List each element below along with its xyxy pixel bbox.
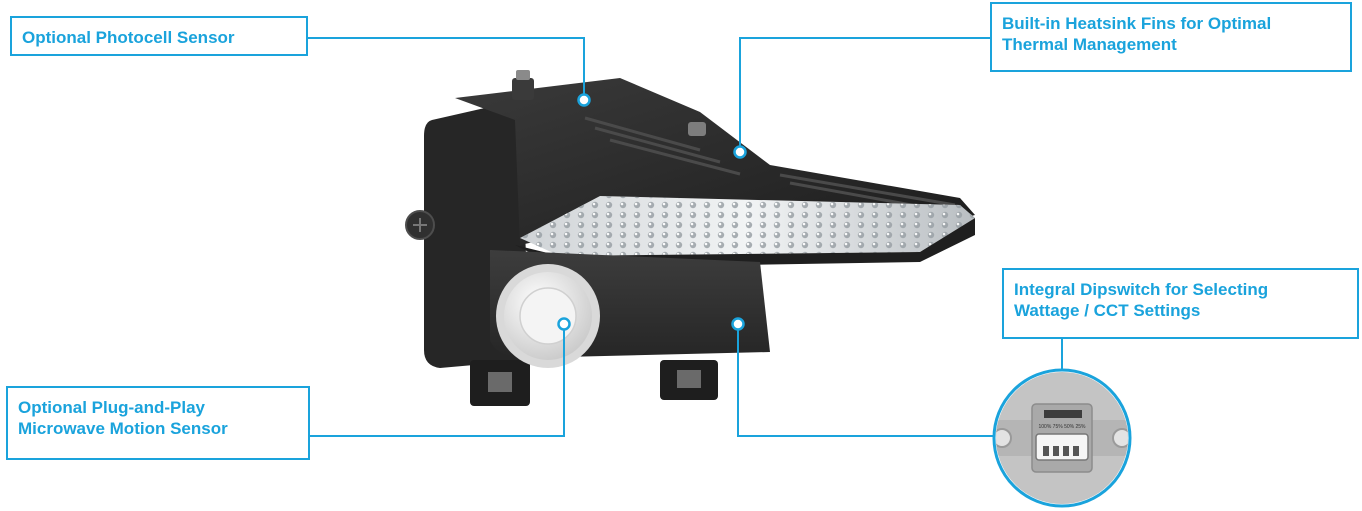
- panel-leader: [737, 328, 996, 437]
- fixture-housing: [405, 70, 975, 406]
- motion-leader: [310, 328, 565, 437]
- screw-icon: [405, 210, 435, 240]
- photocell-marker: [577, 93, 591, 107]
- callout-text: Optional Photocell Sensor: [22, 28, 235, 47]
- callout-text: Integral Dipswitch for Selecting: [1014, 280, 1269, 299]
- heatsink-marker: [733, 145, 747, 159]
- leader-lines: [308, 37, 1063, 437]
- callout-dipswitch: Integral Dipswitch for Selecting Wattage…: [1002, 268, 1359, 339]
- dipswitch-inset: 100% 75% 50% 25%: [992, 368, 1132, 508]
- heatsink-leader: [739, 37, 990, 148]
- callout-text: Built-in Heatsink Fins for Optimal: [1002, 14, 1272, 33]
- callout-text: Wattage / CCT Settings: [1014, 301, 1201, 320]
- callout-text: Microwave Motion Sensor: [18, 419, 228, 438]
- callout-text: Optional Plug-and-Play: [18, 398, 206, 417]
- callout-heatsink-fins: Built-in Heatsink Fins for Optimal Therm…: [990, 2, 1352, 72]
- callout-text: Thermal Management: [1002, 35, 1177, 54]
- callout-photocell-sensor: Optional Photocell Sensor: [10, 16, 308, 56]
- leader-markers: [557, 93, 747, 331]
- callout-motion-sensor: Optional Plug-and-Play Microwave Motion …: [6, 386, 310, 460]
- motion-marker: [557, 317, 571, 331]
- panel-marker: [731, 317, 745, 331]
- dipswitch-scale-text: 100% 75% 50% 25%: [1039, 424, 1087, 430]
- motion-sensor: [496, 264, 600, 368]
- photocell-leader: [308, 37, 585, 96]
